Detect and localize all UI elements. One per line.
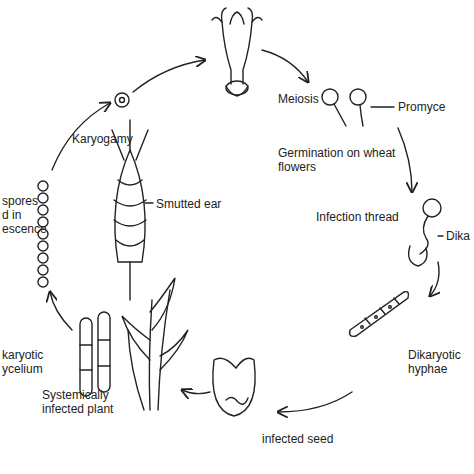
stage-label: Dikaryotic hyphae [408,348,474,376]
leader-line [438,235,443,236]
stage-label: Dika [446,229,474,243]
cycle-arrow [182,390,210,394]
chlamydospore [38,181,48,191]
chlamydospore [38,265,48,275]
stage-label: karyotic ycelium [2,348,64,376]
spore-base [226,86,248,96]
nucleus [361,326,364,329]
chlamydospore [38,277,48,287]
cycle-arrow [278,392,352,412]
basidiospore [350,89,366,105]
stage-label: Germination on wheat flowers [278,146,398,174]
nucleus [375,316,378,319]
chlamydospore [38,253,48,263]
ear-stalk [112,120,148,300]
teliospore [226,81,248,95]
chlamydospore [38,241,48,251]
chlamydospore [38,193,48,203]
chlamydospore [38,205,48,215]
infected-seed [213,358,255,416]
spikelet [114,180,146,246]
stage-label: Systemically infected plant [42,388,142,416]
mycelium-cell [98,312,110,392]
basidium-branches [212,8,262,24]
cycle-arrow [398,128,412,192]
septum [365,298,399,324]
germ-tube [360,105,363,126]
septum [80,340,110,370]
cycle-arrow [430,262,439,296]
basidiospore [322,89,338,105]
cycle-arrow [133,60,205,92]
stage-label: Karyogamy [72,132,152,146]
mycelium-cell [80,318,92,396]
diploid-cell [115,93,129,107]
germ-tube [334,104,346,126]
cycle-arrow [50,292,72,330]
stage-label: Smutted ear [156,197,236,211]
stage-label: Meiosis [278,92,348,106]
cycle-arrow [262,50,308,82]
plant-stem [128,290,170,410]
plant-leaf [122,278,188,370]
stage-label: spores d in escence [2,194,46,236]
seed-mycelium [226,397,248,404]
promycelium [222,22,252,84]
stage-label: infected seed [262,432,362,446]
leader-line [145,202,153,203]
spore [423,199,441,217]
nucleus [389,306,392,309]
leader-line [371,106,394,107]
ovary [409,246,427,266]
stage-label: Infection thread [316,210,416,224]
dikaryotic-hypha [350,292,409,337]
stage-label: Promyce [398,100,468,114]
diploid-nucleus [120,98,125,103]
smutted-ear [115,150,145,262]
